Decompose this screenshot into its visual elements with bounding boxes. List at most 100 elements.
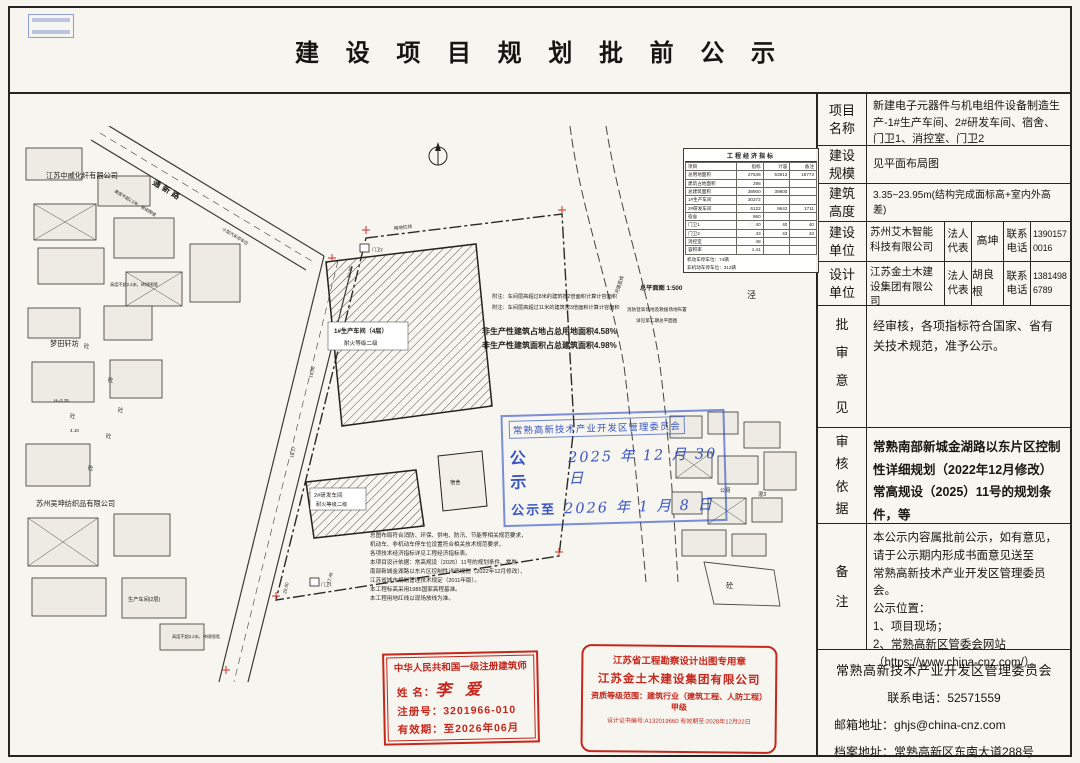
building-1-production-workshop bbox=[325, 243, 493, 427]
architect-reg-number: 3201966-010 bbox=[443, 703, 517, 718]
architect-name: 李 爱 bbox=[435, 679, 486, 700]
panel-footer: 常熟高新技术产业开发区管理委员会 联系电话：52571559 邮箱地址：ghjs… bbox=[818, 650, 1070, 763]
design-seal-company: 江苏金土木建设集团有限公司 bbox=[597, 673, 761, 687]
design-note-line: 本工程用地红线以现场放线为准。 bbox=[370, 596, 454, 603]
approval-opinion-label: 批审意见 bbox=[818, 306, 867, 427]
design-unit-label: 设计单位 bbox=[818, 262, 867, 305]
row-construction-scale: 建设规模 见平面布局图 bbox=[818, 146, 1070, 184]
design-note-line: 机动车、非机动车停车位设置符合相关技术规范要求， bbox=[370, 542, 505, 549]
design-unit-label-text: 设计单位 bbox=[828, 266, 855, 300]
design-drawing-seal-stamp: 江苏省工程勘察设计出图专用章 江苏金土木建设集团有限公司 资质等级范围：建筑行业… bbox=[580, 643, 778, 755]
concrete-mark: 砼 bbox=[106, 432, 112, 440]
building-1-label-box bbox=[327, 321, 409, 351]
concrete-mark: 砼 bbox=[118, 406, 124, 414]
info-panel: 项目名称 新建电子元器件与机电组件设备制造生产-1#生产车间、2#研发车间、宿舍… bbox=[816, 94, 1070, 759]
building-2-label-box bbox=[309, 487, 367, 511]
building-2-label-line2: 耐火等级二级 bbox=[316, 500, 347, 508]
public-toilet-label: 公厕 bbox=[720, 487, 730, 494]
area-note-1: 附注：车间层高超过8米的建筑按2倍面积计算计容面积 bbox=[492, 292, 617, 300]
building-dormitory bbox=[437, 450, 488, 512]
issuing-organization: 常熟高新技术产业开发区管理委员会 bbox=[835, 663, 1052, 678]
footer-phone-label: 联系电话： bbox=[887, 691, 948, 705]
footer-email-line: 邮箱地址：ghjs@china-cnz.com bbox=[824, 716, 1064, 733]
river-char: 泾 bbox=[747, 289, 756, 300]
footer-phone-value: 52571559 bbox=[947, 691, 1001, 705]
river-boundary-lines bbox=[569, 126, 679, 583]
rep-label-text: 法人代表 bbox=[947, 228, 969, 254]
blue-stamp-until-label: 公示至 bbox=[510, 501, 557, 518]
remarks-value: 本公示内容属批前公示，如有意见， 请于公示期内形成书面意见送至 常熟高新技术产业… bbox=[873, 532, 1057, 669]
site-plan-area: 通新路 小型汽车停车位 江苏中威化纤有限公司 梦田轩坊 苏州吴坤纺织品有限公司 … bbox=[10, 94, 819, 755]
construction-unit-phone: 13901570016 bbox=[1033, 229, 1067, 253]
concrete-mark: 砼 bbox=[726, 581, 733, 590]
non-production-area-ratio: 非生产性建筑面积占总建筑面积4.98% bbox=[482, 340, 617, 350]
construction-unit-rep-name: 高坤 bbox=[972, 222, 1004, 261]
hun3-label: 混3 bbox=[758, 490, 766, 498]
phone-label-text: 联系电话 bbox=[1006, 270, 1028, 296]
construction-unit-label-text: 建设单位 bbox=[828, 224, 855, 258]
site-boundary-red-line bbox=[275, 213, 575, 601]
gate-2-label: 门卫2 bbox=[372, 246, 383, 253]
general-design-notes: 总图布局符合消防、环保、供电、防汛、节能等相关规范要求， 机动车、非机动车停车位… bbox=[370, 532, 588, 604]
building-height-label: 建筑高度 bbox=[818, 184, 867, 221]
wall-note: 高度不超2.2米，砖砌围墙 bbox=[110, 281, 158, 288]
building-height-value: 3.35~23.95m(结构完成面标高+室内外高差) bbox=[873, 189, 1051, 216]
company-label-mengtian: 梦田轩坊 bbox=[50, 339, 79, 348]
page-title: 建 设 项 目 规 划 批 前 公 示 bbox=[294, 39, 785, 67]
gate-1-label: 门卫1 bbox=[321, 581, 332, 588]
design-note-line: 各项技术经济指标详见工程经济指标表。 bbox=[370, 551, 471, 558]
dim-17-48: 17.48 bbox=[326, 571, 334, 584]
footer-email-value: ghjs@china-cnz.com bbox=[894, 718, 1006, 732]
wall-note: 高度不超2.2米，砖砌围墙 bbox=[172, 633, 220, 640]
building-1-label-line1: 1#生产车间（4层） bbox=[334, 327, 388, 335]
rep-label-text: 法人代表 bbox=[947, 270, 969, 296]
construction-scale-label: 建设规模 bbox=[818, 146, 867, 183]
building-1-label-line2: 耐火等级二级 bbox=[344, 339, 378, 347]
economic-indicator-title: 工程经济指标 bbox=[685, 150, 817, 162]
concrete-mark: 砼 bbox=[70, 412, 76, 420]
construction-unit-phone-label: 联系电话 bbox=[1004, 222, 1031, 261]
existing-buildings-southwest bbox=[25, 443, 205, 651]
gate-house-1 bbox=[309, 577, 320, 587]
elevation-label: H=3.35 bbox=[54, 398, 69, 403]
footer-address-value: 常熟高新区东南大道288号 bbox=[894, 745, 1035, 759]
blue-stamp-show-date: 2025 年 12 月 30 日 bbox=[567, 446, 718, 488]
architect-valid-label: 有效期： bbox=[397, 723, 444, 737]
design-unit-rep-name: 胡良根 bbox=[972, 262, 1004, 305]
architect-stamp-title: 中华人民共和国一级注册建筑师 bbox=[393, 660, 527, 675]
fire-access-note-2: 详见第二期总平面图 bbox=[636, 317, 678, 324]
row-remarks: 备注 本公示内容属批前公示，如有意见， 请于公示期内形成书面意见送至 常熟高新技… bbox=[818, 524, 1070, 669]
concrete-mark: 砼 bbox=[84, 342, 90, 350]
design-seal-header: 江苏省工程勘察设计出图专用章 bbox=[612, 655, 746, 668]
remarks-label-text: 备注 bbox=[835, 563, 849, 609]
row-design-unit: 设计单位 江苏金土木建设集团有限公司 法人代表 胡良根 联系电话 1381498… bbox=[818, 262, 1070, 307]
plan-title-label: 总平面图 1:500 bbox=[640, 284, 683, 292]
design-unit-phone: 13814986789 bbox=[1033, 271, 1067, 295]
project-name-value: 新建电子元器件与机电组件设备制造生产-1#生产车间、2#研发车间、宿舍、门卫1、… bbox=[873, 100, 1060, 145]
design-seal-scope: 资质等级范围：建筑行业（建筑工程、人防工程）甲级 bbox=[590, 691, 768, 713]
concrete-markers: 砼 砼 砼 砼 砼 砼 砼 bbox=[70, 342, 733, 590]
non-production-land-ratio: 非生产性建筑占地占总用地面积4.58% bbox=[482, 326, 617, 336]
footer-address-label: 档案地址： bbox=[834, 745, 895, 759]
existing-buildings-northwest bbox=[25, 147, 241, 307]
construction-scale-value: 见平面布局图 bbox=[873, 158, 939, 171]
design-seal-cert-number: 设计证书编号:A132019660 有效期至:2028年12月22日 bbox=[606, 718, 751, 727]
parking-note-1: 机动车停车位：74辆 bbox=[687, 256, 729, 262]
existing-buildings-east bbox=[669, 411, 797, 607]
site-plan-drawing: 通新路 小型汽车停车位 江苏中威化纤有限公司 梦田轩坊 苏州吴坤纺织品有限公司 … bbox=[25, 126, 797, 683]
blue-stamp-org: 常熟高新技术产业开发区管理委员会 bbox=[508, 416, 686, 439]
company-label-zhongwei: 江苏中威化纤有限公司 bbox=[46, 171, 118, 180]
dormitory-label: 宿舍 bbox=[450, 478, 461, 486]
design-note-line: 本工程标高采用1985国家高程基准。 bbox=[370, 587, 461, 594]
title-bar: 建 设 项 目 规 划 批 前 公 示 bbox=[10, 8, 1070, 94]
construction-unit-rep-label: 法人代表 bbox=[945, 222, 972, 261]
row-review-basis: 审核依据 常熟南部新城金湖路以东片区控制性详细规划（2022年12月修改）常高规… bbox=[818, 428, 1070, 524]
company-label-wukun: 苏州吴坤纺织品有限公司 bbox=[36, 499, 115, 508]
row-building-height: 建筑高度 3.35~23.95m(结构完成面标高+室内外高差) bbox=[818, 184, 1070, 222]
design-note-line: 本项目设计依据：常高规设（2025）11号的规划条件、常熟 bbox=[370, 560, 517, 567]
design-unit-company: 江苏金土木建设集团有限公司 bbox=[867, 262, 945, 307]
concrete-mark: 砼 bbox=[108, 376, 114, 384]
architect-name-label: 姓 名： bbox=[396, 686, 436, 700]
gate-house-2 bbox=[359, 243, 370, 253]
